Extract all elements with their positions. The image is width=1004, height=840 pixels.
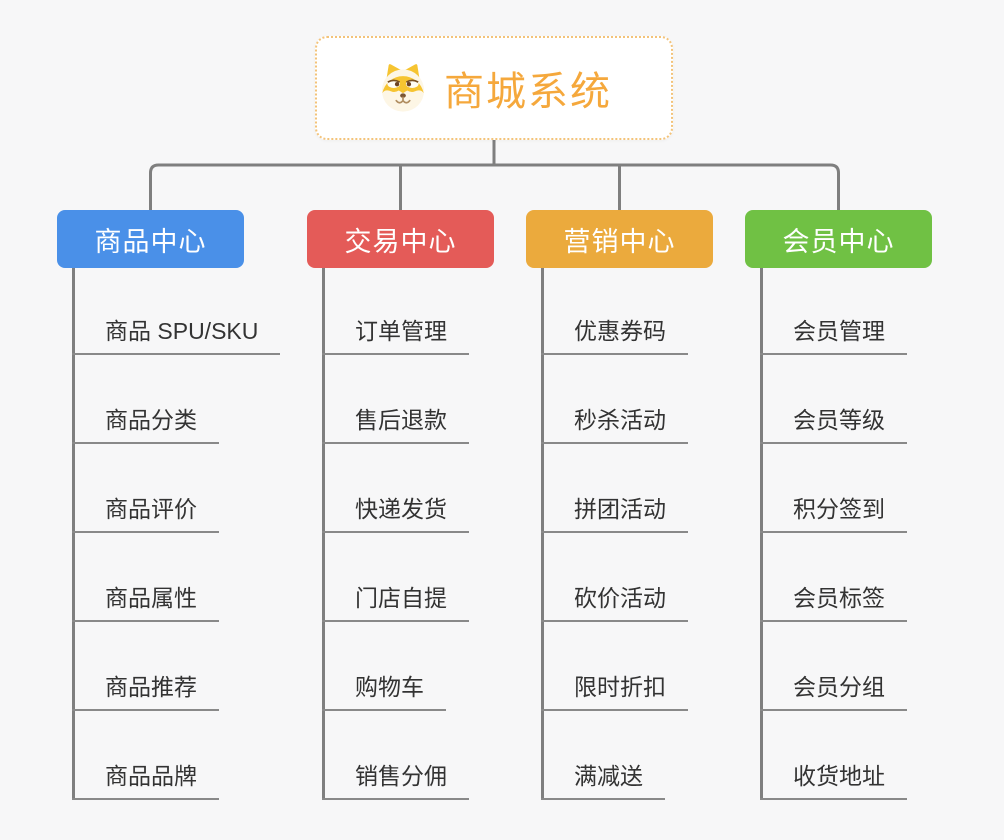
leaf-label: 拼团活动 bbox=[574, 496, 666, 522]
dog-icon bbox=[376, 61, 430, 115]
leaf-label: 商品属性 bbox=[105, 585, 197, 611]
leaf-label: 商品 SPU/SKU bbox=[105, 318, 259, 344]
leaf-node[interactable]: 订单管理 bbox=[322, 307, 469, 355]
leaf-column-member: 会员管理 会员等级 积分签到 会员标签 会员分组 收货地址 bbox=[760, 268, 907, 800]
leaf-label: 满减送 bbox=[574, 763, 643, 789]
leaf-node[interactable]: 销售分佣 bbox=[322, 752, 469, 800]
leaf-column-product: 商品 SPU/SKU 商品分类 商品评价 商品属性 商品推荐 商品品牌 bbox=[72, 268, 281, 800]
leaf-node[interactable]: 砍价活动 bbox=[541, 574, 688, 622]
branch-node-product-center[interactable]: 商品中心 bbox=[57, 210, 244, 268]
branch-node-member-center[interactable]: 会员中心 bbox=[745, 210, 932, 268]
leaf-label: 砍价活动 bbox=[574, 585, 666, 611]
leaf-label: 会员标签 bbox=[793, 585, 885, 611]
branch-label: 营销中心 bbox=[563, 226, 676, 257]
leaf-node[interactable]: 限时折扣 bbox=[541, 663, 688, 711]
leaf-node[interactable]: 会员等级 bbox=[760, 396, 907, 444]
leaf-node[interactable]: 商品分类 bbox=[72, 396, 219, 444]
branch-label: 会员中心 bbox=[782, 226, 895, 257]
leaf-node[interactable]: 收货地址 bbox=[760, 752, 907, 800]
leaf-label: 订单管理 bbox=[355, 318, 447, 344]
leaf-label: 秒杀活动 bbox=[574, 407, 666, 433]
branch-label: 交易中心 bbox=[344, 226, 457, 257]
leaf-node[interactable]: 会员标签 bbox=[760, 574, 907, 622]
root-node[interactable]: 商城系统 bbox=[315, 36, 673, 140]
leaf-node[interactable]: 会员分组 bbox=[760, 663, 907, 711]
leaf-column-marketing: 优惠券码 秒杀活动 拼团活动 砍价活动 限时折扣 满减送 bbox=[541, 268, 688, 800]
leaf-node[interactable]: 购物车 bbox=[322, 663, 446, 711]
leaf-label: 积分签到 bbox=[793, 496, 885, 522]
leaf-node[interactable]: 满减送 bbox=[541, 752, 665, 800]
leaf-node[interactable]: 秒杀活动 bbox=[541, 396, 688, 444]
leaf-label: 门店自提 bbox=[355, 585, 447, 611]
leaf-label: 快递发货 bbox=[355, 496, 447, 522]
leaf-label: 收货地址 bbox=[793, 763, 885, 789]
leaf-node[interactable]: 商品推荐 bbox=[72, 663, 219, 711]
leaf-label: 限时折扣 bbox=[574, 674, 666, 700]
leaf-label: 商品评价 bbox=[105, 496, 197, 522]
leaf-node[interactable]: 门店自提 bbox=[322, 574, 469, 622]
leaf-label: 会员分组 bbox=[793, 674, 885, 700]
leaf-label: 售后退款 bbox=[355, 407, 447, 433]
leaf-node[interactable]: 拼团活动 bbox=[541, 485, 688, 533]
branch-label: 商品中心 bbox=[94, 226, 207, 257]
leaf-label: 商品推荐 bbox=[105, 674, 197, 700]
leaf-node[interactable]: 优惠券码 bbox=[541, 307, 688, 355]
leaf-column-trade: 订单管理 售后退款 快递发货 门店自提 购物车 销售分佣 bbox=[322, 268, 469, 800]
leaf-label: 优惠券码 bbox=[574, 318, 666, 344]
leaf-node[interactable]: 会员管理 bbox=[760, 307, 907, 355]
leaf-label: 会员管理 bbox=[793, 318, 885, 344]
leaf-label: 购物车 bbox=[355, 674, 424, 700]
root-node-label: 商城系统 bbox=[444, 70, 612, 114]
leaf-node[interactable]: 商品品牌 bbox=[72, 752, 219, 800]
leaf-node[interactable]: 积分签到 bbox=[760, 485, 907, 533]
branch-node-marketing-center[interactable]: 营销中心 bbox=[526, 210, 713, 268]
leaf-node[interactable]: 商品属性 bbox=[72, 574, 219, 622]
leaf-node[interactable]: 快递发货 bbox=[322, 485, 469, 533]
leaf-label: 商品品牌 bbox=[105, 763, 197, 789]
leaf-label: 商品分类 bbox=[105, 407, 197, 433]
leaf-label: 销售分佣 bbox=[355, 763, 447, 789]
branch-node-trade-center[interactable]: 交易中心 bbox=[307, 210, 494, 268]
leaf-label: 会员等级 bbox=[793, 407, 885, 433]
leaf-node[interactable]: 售后退款 bbox=[322, 396, 469, 444]
leaf-node[interactable]: 商品 SPU/SKU bbox=[72, 307, 281, 355]
leaf-node[interactable]: 商品评价 bbox=[72, 485, 219, 533]
